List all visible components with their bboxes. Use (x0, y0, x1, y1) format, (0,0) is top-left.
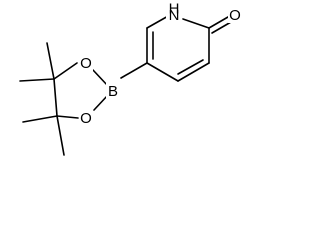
bond-c3-c4 (177, 62, 210, 82)
bond-methyl-1 (46, 42, 55, 80)
pyridinone-ring-bonds (146, 14, 210, 82)
bond-c5-b (120, 62, 148, 79)
bond-c2-o (208, 16, 229, 29)
atom-labels: H N O B O O (79, 0, 242, 127)
atom-label-o-carbonyl: O (229, 7, 241, 24)
methyl-bonds (19, 42, 65, 156)
dioxaborolane-ring-bonds (53, 62, 109, 119)
bond-c3-c4-inner (177, 59, 204, 75)
atom-label-b: B (108, 83, 118, 100)
bond-methyl-3 (22, 115, 58, 123)
bond-c4-c5 (146, 62, 179, 82)
bond-o-bottom-c (56, 115, 79, 119)
bond-c-c (53, 78, 58, 117)
atom-label-o-ring-top: O (80, 55, 92, 72)
b-label-bg (106, 82, 120, 99)
bond-c2-o-double (211, 21, 232, 34)
bond-o-top-c (53, 62, 78, 80)
atom-label-o-ring-bottom: O (80, 110, 92, 127)
bond-b-o-bottom (93, 94, 109, 111)
atom-label-n: N (169, 7, 180, 24)
atom-label-h: H (169, 0, 180, 17)
o-bottom-label-bg (79, 109, 93, 126)
bond-methyl-2 (19, 78, 55, 82)
chemical-structure-diagram: H N O B O O (19, 0, 242, 156)
o-carbonyl-label-bg (228, 6, 242, 23)
o-top-label-bg (79, 54, 93, 71)
bond-methyl-4 (56, 115, 65, 156)
bond-b-o-top (92, 69, 109, 87)
carbonyl-bonds (208, 16, 232, 34)
bond-n-c2 (182, 18, 210, 29)
n-label-bg (166, 4, 182, 22)
